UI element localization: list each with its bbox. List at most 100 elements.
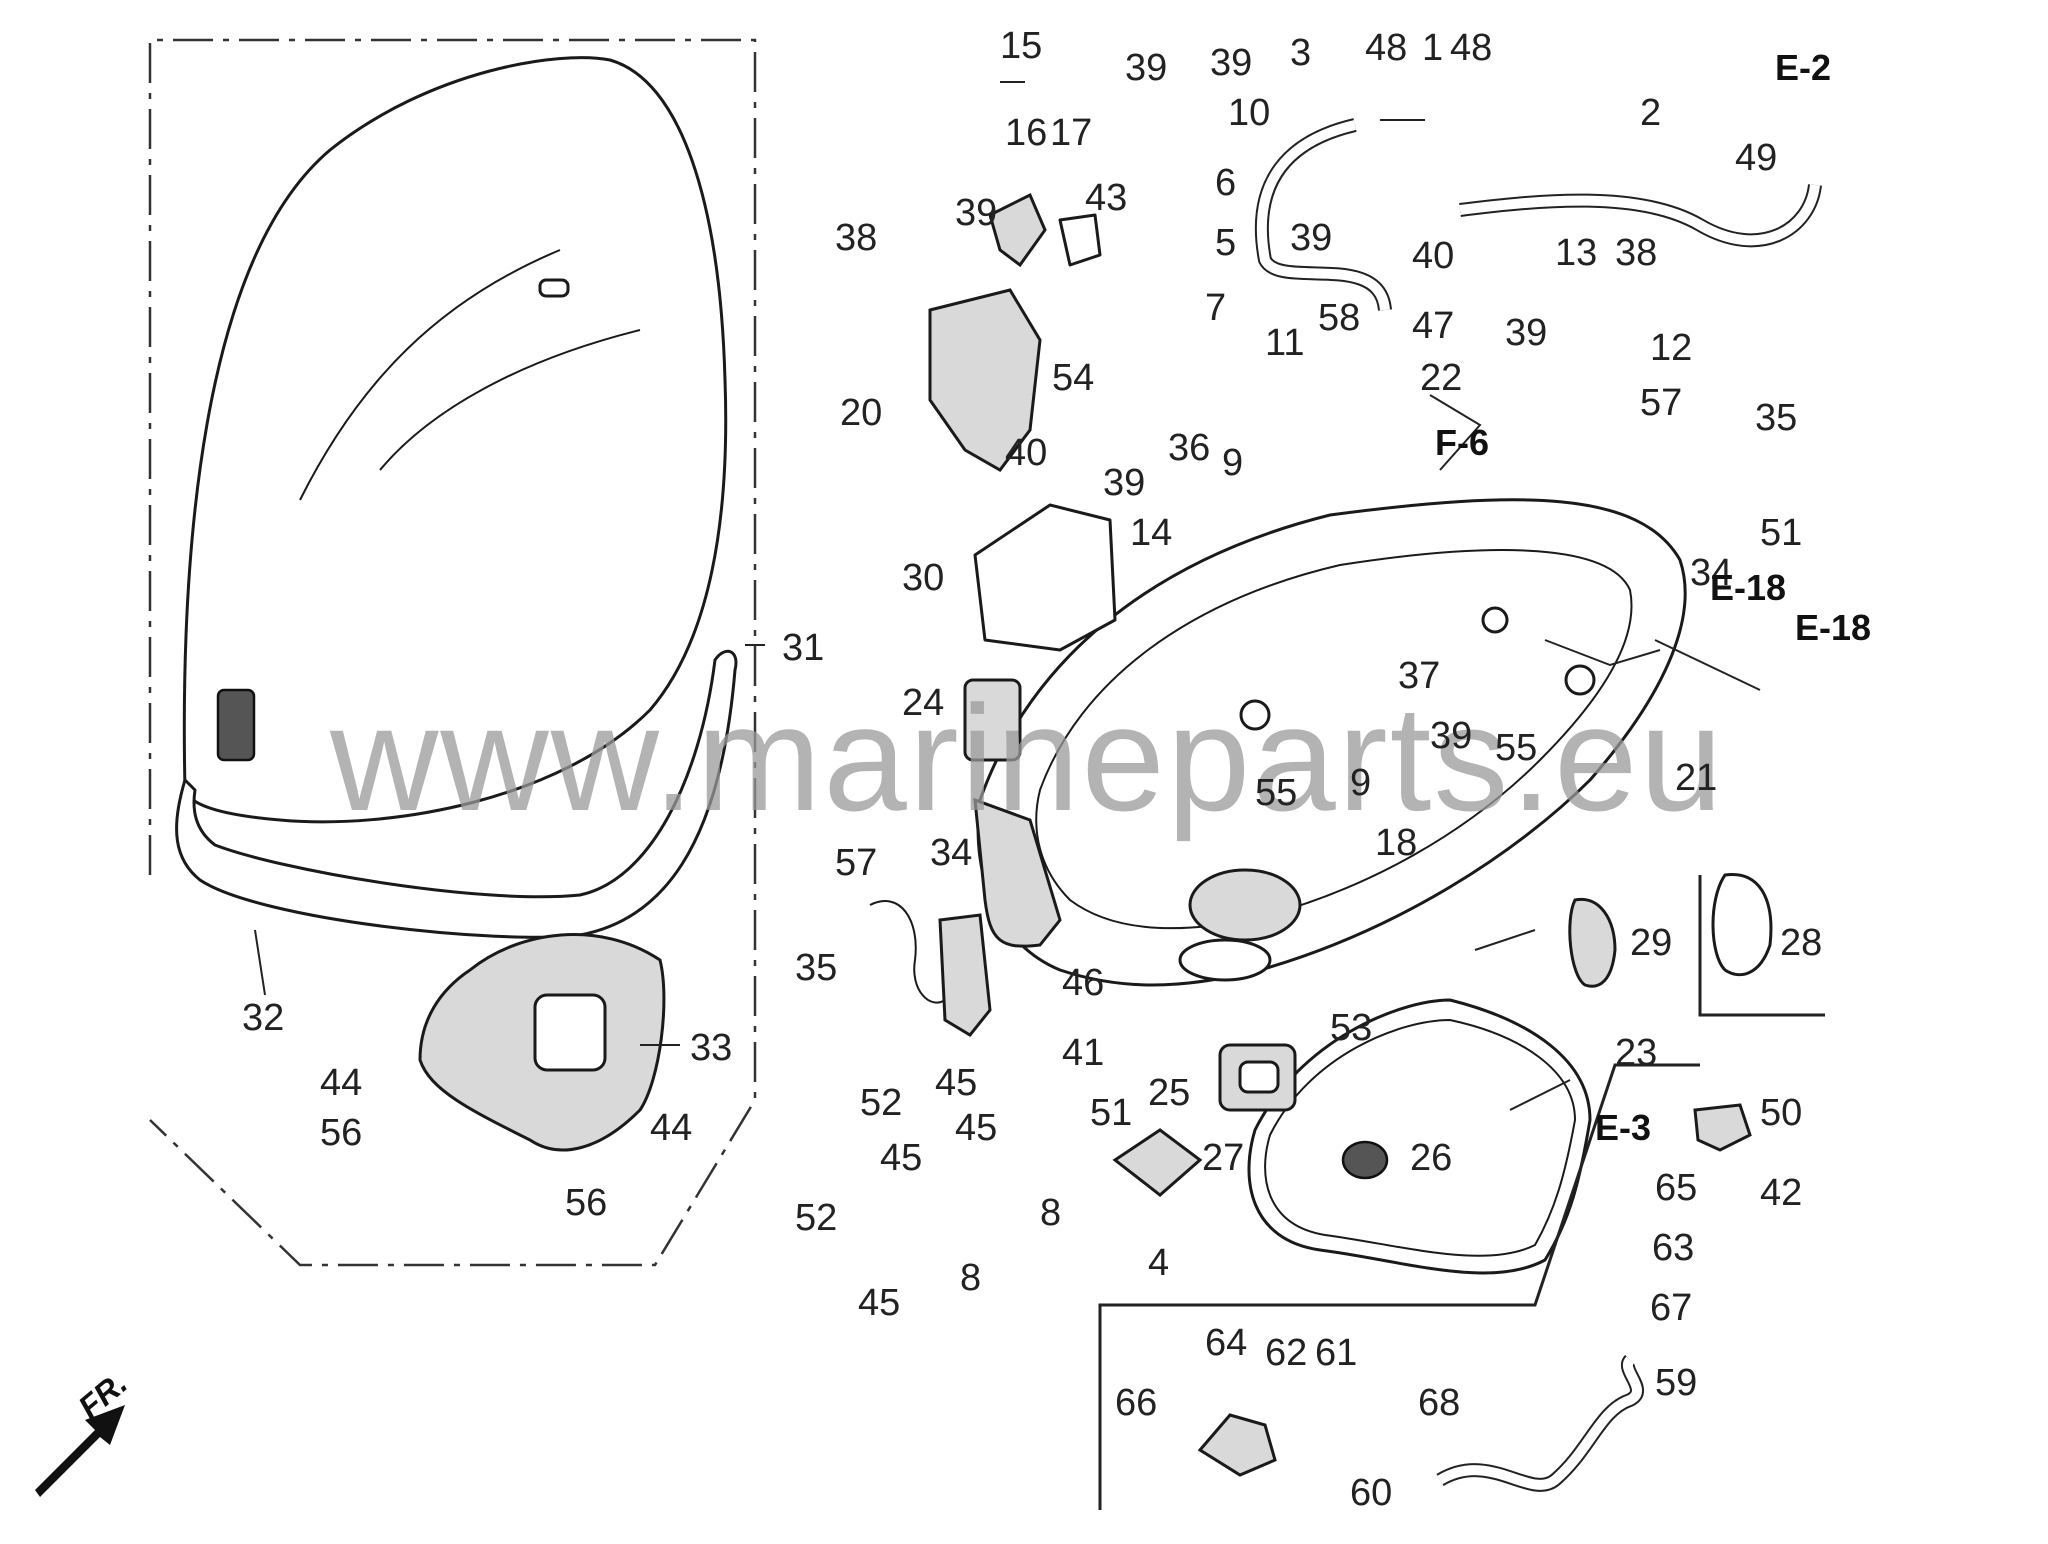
gasket-23-inner: [1264, 1018, 1577, 1257]
callout-1: 1: [1422, 27, 1443, 69]
callout-25: 25: [1148, 1072, 1190, 1114]
callout-38a: 38: [835, 217, 877, 259]
callout-56b: 56: [565, 1182, 607, 1224]
callout-45d: 45: [858, 1282, 900, 1324]
callout-18: 18: [1375, 822, 1417, 864]
cover-contour-line-2: [379, 329, 641, 471]
spring-35-left: [869, 900, 946, 1004]
callout-39c: 39: [955, 192, 997, 234]
callout-47: 47: [1412, 305, 1454, 347]
seal-29: [1568, 897, 1617, 988]
callout-45c: 45: [880, 1137, 922, 1179]
callout-12: 12: [1650, 327, 1692, 369]
callout-58: 58: [1318, 297, 1360, 339]
callout-53: 53: [1330, 1007, 1372, 1049]
callout-46: 46: [1062, 962, 1104, 1004]
callout-66: 66: [1115, 1382, 1157, 1424]
callout-57b: 57: [835, 842, 877, 884]
callout-26: 26: [1410, 1137, 1452, 1179]
callout-22: 22: [1420, 357, 1462, 399]
pan-mount-hole-2: [1564, 664, 1596, 696]
gasket-23: [1247, 998, 1592, 1275]
callout-3: 3: [1290, 32, 1311, 74]
callout-52a: 52: [860, 1082, 902, 1124]
hose-2-inner: [1459, 184, 1820, 246]
callout-63: 63: [1652, 1227, 1694, 1269]
callout-57a: 57: [1640, 382, 1682, 424]
cap-28: [1711, 872, 1773, 977]
ref-e2: E-2: [1775, 47, 1831, 88]
callout-50: 50: [1760, 1092, 1802, 1134]
callout-40a: 40: [1412, 235, 1454, 277]
callout-30: 30: [902, 557, 944, 599]
callout-60: 60: [1350, 1472, 1392, 1514]
callout-8a: 8: [1040, 1192, 1061, 1234]
drain-hose-group-frame: [1098, 1063, 1700, 1510]
cover-latch-handle: [216, 688, 256, 762]
callout-35b: 35: [795, 947, 837, 989]
callout-7: 7: [1205, 287, 1226, 329]
callout-28: 28: [1780, 922, 1822, 964]
plug-26: [1341, 1140, 1389, 1180]
callout-13: 13: [1555, 232, 1597, 274]
callout-17: 17: [1050, 112, 1092, 154]
callout-67: 67: [1650, 1287, 1692, 1329]
callout-49: 49: [1735, 137, 1777, 179]
fitting-64: [1197, 1413, 1277, 1477]
callout-34a: 34: [1690, 552, 1732, 594]
callout-44a: 44: [320, 1062, 362, 1104]
callout-41: 41: [1062, 1032, 1104, 1074]
callout-23: 23: [1615, 1032, 1657, 1074]
callout-11: 11: [1265, 322, 1304, 364]
callout-29: 29: [1630, 922, 1672, 964]
callout-59: 59: [1655, 1362, 1697, 1404]
callout-16: 16: [1005, 112, 1047, 154]
callout-5: 5: [1215, 222, 1236, 264]
callout-44b: 44: [650, 1107, 692, 1149]
pan-drain-opening: [1188, 868, 1302, 942]
callout-39e: 39: [1505, 312, 1547, 354]
front-arrow-icon: [35, 1405, 125, 1497]
callout-31: 31: [782, 627, 824, 669]
bracket-34-left: [938, 913, 992, 1037]
callout-2: 2: [1640, 92, 1661, 134]
hose-59-inner: [1437, 1356, 1642, 1490]
callout-45b: 45: [955, 1107, 997, 1149]
watermark-text: www.marineparts.eu: [329, 674, 1725, 842]
callout-55a: 55: [1495, 727, 1537, 769]
ref-e18-a: E-18: [1710, 567, 1786, 608]
callout-4: 4: [1148, 1242, 1169, 1284]
callout-65: 65: [1655, 1167, 1697, 1209]
callout-9: 9: [1222, 442, 1243, 484]
callout-34b: 34: [930, 832, 972, 874]
callout-39f: 39: [1103, 462, 1145, 504]
callout-54: 54: [1052, 357, 1094, 399]
callout-15: 15: [1000, 25, 1042, 67]
callout-20: 20: [840, 392, 882, 434]
callout-48a: 48: [1365, 27, 1407, 69]
callout-51b: 51: [1090, 1092, 1132, 1134]
callout-61: 61: [1315, 1332, 1357, 1374]
hose-3-inner: [1256, 120, 1390, 311]
front-direction-arrow: FR.: [35, 1365, 134, 1497]
grommet-25-hole: [1238, 1060, 1280, 1094]
pan-mount-hole-3: [1239, 699, 1271, 731]
callout-43: 43: [1085, 177, 1127, 219]
callout-24: 24: [902, 682, 944, 724]
cover-group-boundary: [148, 38, 757, 1267]
frame-28: [1698, 875, 1825, 1017]
reference-labels: E-2 E-3 E-18 E-18 F-6: [1435, 47, 1871, 1148]
callout-62: 62: [1265, 1332, 1307, 1374]
ref-e18-b: E-18: [1795, 607, 1871, 648]
callout-42: 42: [1760, 1172, 1802, 1214]
cover-30: [973, 503, 1117, 652]
callout-8b: 8: [960, 1257, 981, 1299]
callout-55b: 55: [1255, 772, 1297, 814]
callout-37: 37: [1398, 655, 1440, 697]
ref-f6: F-6: [1435, 422, 1489, 463]
callout-48b: 48: [1450, 27, 1492, 69]
cover-vent-slot: [538, 278, 570, 298]
callout-39d: 39: [1290, 217, 1332, 259]
leader-lines: [254, 81, 1761, 1111]
